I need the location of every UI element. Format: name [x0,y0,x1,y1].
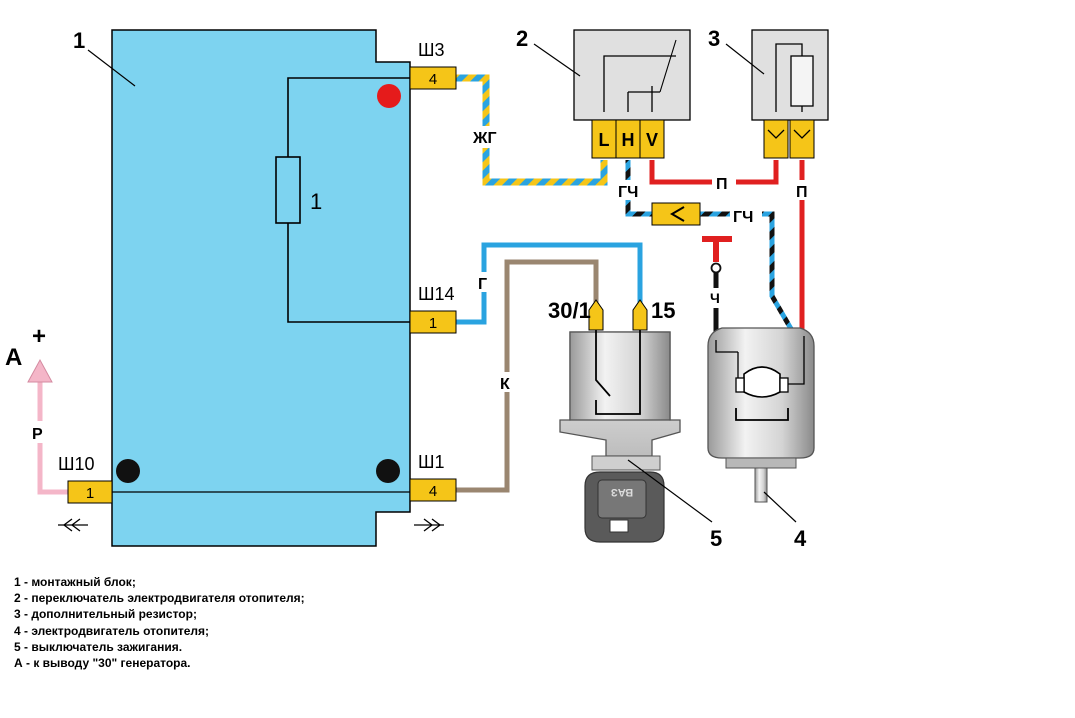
component-number-4: 4 [794,526,807,551]
legend-item: 2 - переключатель электродвигателя отопи… [14,591,305,606]
svg-text:H: H [622,130,635,150]
mounting-block: 1 [111,29,411,547]
additional-resistor [751,29,829,159]
svg-text:L: L [599,130,610,150]
heater-switch: L H V [573,29,691,159]
black-dot-icon [116,459,140,483]
wire-r [37,380,68,495]
break-mark-left [58,518,88,532]
legend-item: 3 - дополнительный резистор; [14,607,197,622]
wire-g [456,242,643,325]
svg-text:V: V [646,130,658,150]
component-number-1: 1 [73,28,85,53]
component-number-2: 2 [516,26,528,51]
plus-sign: + [32,323,46,350]
arrow-up-icon [27,358,53,383]
svg-text:Ш10: Ш10 [58,454,95,474]
connector-sh10: 1 Ш10 [58,454,113,504]
wire-label-zhg: ЖГ [472,130,497,147]
fuse-label: 1 [310,189,322,214]
wire-label-p-right: П [796,184,808,201]
wire-gch-left [625,160,652,217]
generator-label: А [5,344,22,371]
inline-connector [651,202,701,226]
wire-label-gch-top: ГЧ [618,184,638,201]
ground-symbol [702,236,732,262]
fuse-symbol [275,156,301,224]
svg-text:Ш1: Ш1 [418,452,445,472]
terminal-30-1-label: 30/1 [548,298,591,323]
legend-item: 1 - монтажный блок; [14,575,136,589]
legend-item: 4 - электродвигатель отопителя; [14,623,209,638]
connector-sh14: 1 Ш14 [409,284,457,334]
wire-label-r: Р [32,426,43,443]
svg-text:Ш14: Ш14 [418,284,455,304]
ignition-switch: ВАЗ [559,299,681,543]
component-number-3: 3 [708,26,720,51]
key-brand-text: ВАЗ [611,486,633,498]
component-number-5: 5 [710,526,722,551]
red-dot-icon [377,84,401,108]
wire-label-k: К [500,376,510,393]
wire-zhg [456,74,608,186]
wire-k [456,259,599,493]
wire-label-p-top: П [716,176,728,193]
svg-text:4: 4 [429,483,437,500]
connector-sh3: 4 Ш3 [409,40,457,90]
legend-item: А - к выводу "30" генератора. [14,656,191,671]
terminal-15-label: 15 [651,298,675,323]
legend: 1 - монтажный блок; 2 - переключатель эл… [14,574,305,671]
svg-text:1: 1 [429,315,437,332]
black-dot-icon [376,459,400,483]
svg-text:4: 4 [429,71,437,88]
heater-motor [707,327,815,503]
wire-label-gch-right: ГЧ [733,209,753,226]
svg-text:Ш3: Ш3 [418,40,445,60]
svg-text:1: 1 [86,485,94,502]
wire-label-g: Г [478,276,487,293]
wire-label-ch: Ч [710,290,720,306]
legend-item: 5 - выключатель зажигания. [14,639,183,654]
connector-sh1: 4 Ш1 [409,452,457,502]
break-mark-right [414,518,444,532]
